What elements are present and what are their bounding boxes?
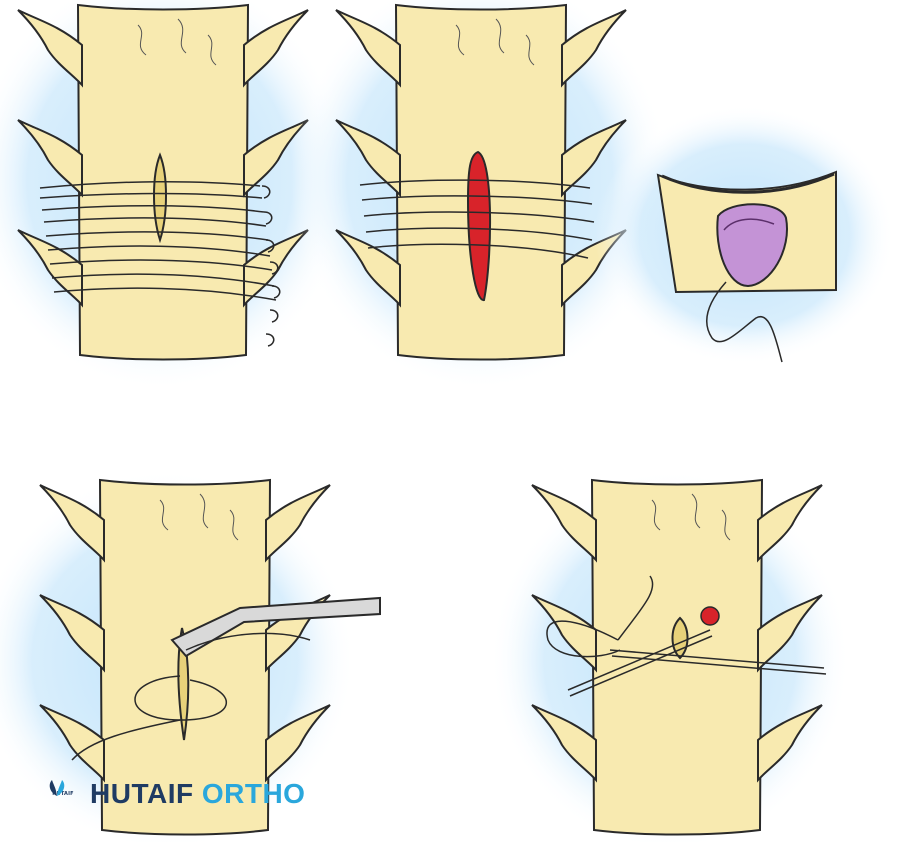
- exposed-tissue: [466, 150, 492, 301]
- bleeding-point: [700, 606, 720, 626]
- panel-cross-section: [595, 105, 895, 365]
- panel-dural-closure: [0, 470, 381, 842]
- brand-logo: HUTAIF HUTAIF ORTHO: [46, 778, 305, 810]
- tumor: [716, 203, 788, 288]
- suture-thread: [71, 632, 311, 761]
- logo-mark-text: HUTAIF: [52, 791, 74, 797]
- retraction-sutures: [359, 179, 595, 259]
- leaf-icon: [49, 780, 65, 796]
- dural-incision: [153, 152, 167, 244]
- panel-stay-sutures: [0, 0, 350, 390]
- retraction-thread: [705, 281, 783, 363]
- brand-word-secondary: ORTHO: [201, 778, 306, 809]
- needle-icon: [546, 575, 827, 697]
- panel-incision-open: [290, 0, 670, 390]
- logo-mark: HUTAIF: [46, 780, 80, 797]
- forceps-icon: [170, 596, 381, 658]
- suture-hooks: [261, 185, 281, 347]
- stay-sutures: [39, 180, 277, 301]
- panel-needle-closure: [490, 470, 850, 842]
- brand-word-primary: HUTAIF: [90, 778, 194, 809]
- brand-wordmark: HUTAIF ORTHO: [90, 778, 305, 810]
